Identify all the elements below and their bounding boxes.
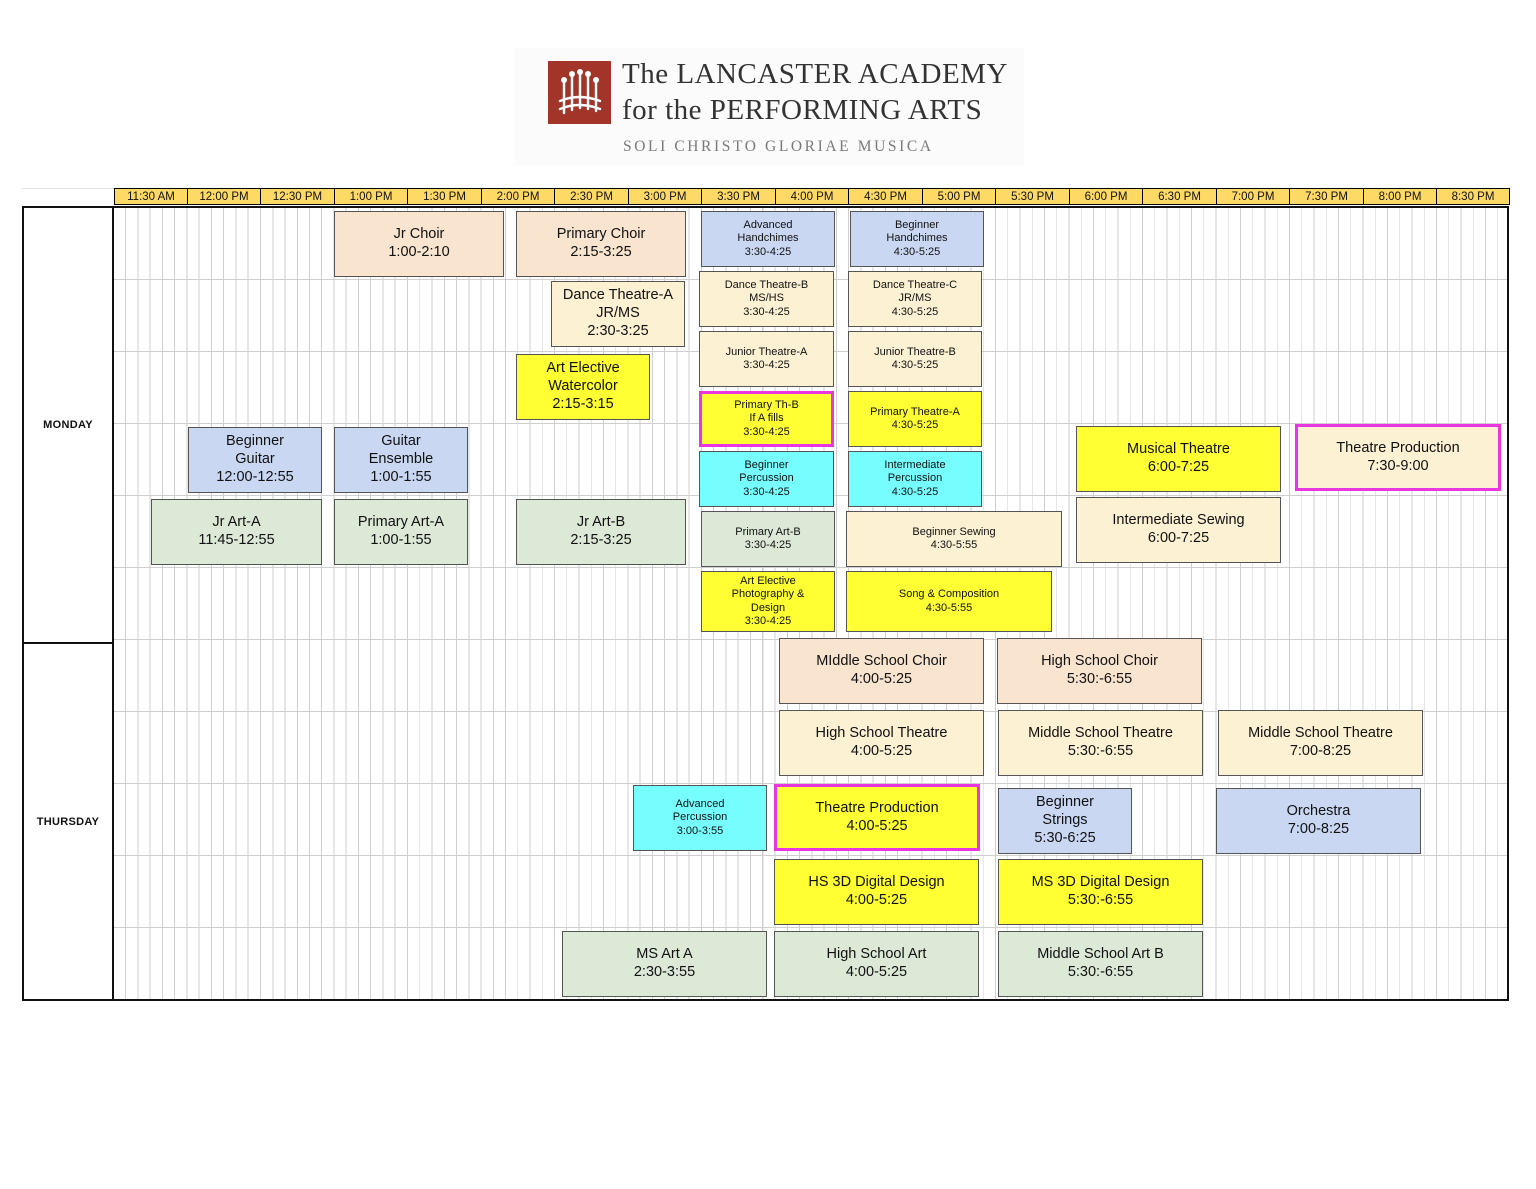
class-primary-th-b: Primary Th-B If A fills 3:30-4:25 bbox=[699, 391, 834, 447]
time-header-cell: 7:30 PM bbox=[1290, 188, 1364, 205]
academy-name-line2: for the PERFORMING ARTS bbox=[622, 94, 983, 126]
class-dance-theatre-b: Dance Theatre-B MS/HS 3:30-4:25 bbox=[699, 271, 834, 327]
header-corner bbox=[22, 188, 114, 206]
time-header-cell: 12:00 PM bbox=[188, 188, 261, 205]
class-primary-art-a: Primary Art-A 1:00-1:55 bbox=[334, 499, 468, 565]
class-beginner-strings: Beginner Strings 5:30-6:25 bbox=[998, 788, 1132, 854]
class-theatre-production-monday: Theatre Production 7:30-9:00 bbox=[1295, 424, 1501, 491]
class-beginner-handchimes: Beginner Handchimes 4:30-5:25 bbox=[850, 211, 984, 267]
time-header-cell: 6:30 PM bbox=[1143, 188, 1217, 205]
class-primary-theatre-a: Primary Theatre-A 4:30-5:25 bbox=[848, 391, 982, 447]
class-beginner-percussion: Beginner Percussion 3:30-4:25 bbox=[699, 451, 834, 507]
time-header-cell: 2:30 PM bbox=[555, 188, 629, 205]
academy-name-line1: The LANCASTER ACADEMY bbox=[622, 58, 1008, 90]
time-header-cell: 5:30 PM bbox=[996, 188, 1070, 205]
class-jr-art-b: Jr Art-B 2:15-3:25 bbox=[516, 499, 686, 565]
class-ms-3d-digital-design: MS 3D Digital Design 5:30:-6:55 bbox=[998, 859, 1203, 925]
time-header-cell: 2:00 PM bbox=[482, 188, 555, 205]
class-intermediate-sewing: Intermediate Sewing 6:00-7:25 bbox=[1076, 497, 1281, 563]
time-header-cell: 8:30 PM bbox=[1437, 188, 1510, 205]
class-middle-school-art-b: Middle School Art B 5:30:-6:55 bbox=[998, 931, 1203, 997]
time-header-cell: 4:00 PM bbox=[776, 188, 849, 205]
class-high-school-theatre: High School Theatre 4:00-5:25 bbox=[779, 710, 984, 776]
class-dance-theatre-a: Dance Theatre-A JR/MS 2:30-3:25 bbox=[551, 281, 685, 347]
class-ms-art-a: MS Art A 2:30-3:55 bbox=[562, 931, 767, 997]
time-header-row: 11:30 AM 12:00 PM 12:30 PM 1:00 PM 1:30 … bbox=[114, 188, 1510, 206]
day-label-thursday: THURSDAY bbox=[22, 642, 114, 1001]
class-guitar-ensemble: Guitar Ensemble 1:00-1:55 bbox=[334, 427, 468, 493]
time-header-cell: 1:00 PM bbox=[335, 188, 408, 205]
time-header-cell: 1:30 PM bbox=[408, 188, 482, 205]
class-hs-3d-digital-design: HS 3D Digital Design 4:00-5:25 bbox=[774, 859, 979, 925]
day-label-monday: MONDAY bbox=[22, 206, 114, 644]
class-high-school-art: High School Art 4:00-5:25 bbox=[774, 931, 979, 997]
time-header-cell: 4:30 PM bbox=[849, 188, 923, 205]
class-middle-school-theatre-2: Middle School Theatre 7:00-8:25 bbox=[1218, 710, 1423, 776]
class-primary-choir: Primary Choir 2:15-3:25 bbox=[516, 211, 686, 277]
time-header-cell: 11:30 AM bbox=[114, 188, 188, 205]
class-junior-theatre-a: Junior Theatre-A 3:30-4:25 bbox=[699, 331, 834, 387]
class-jr-art-a: Jr Art-A 11:45-12:55 bbox=[151, 499, 322, 565]
time-header-cell: 7:00 PM bbox=[1217, 188, 1290, 205]
class-beginner-sewing: Beginner Sewing 4:30-5:55 bbox=[846, 511, 1062, 567]
time-header-cell: 12:30 PM bbox=[261, 188, 335, 205]
class-advanced-percussion: Advanced Percussion 3:00-3:55 bbox=[633, 785, 767, 851]
time-header-cell: 3:30 PM bbox=[702, 188, 776, 205]
time-header-cell: 3:00 PM bbox=[629, 188, 702, 205]
time-header-cell: 8:00 PM bbox=[1364, 188, 1437, 205]
class-art-elective-photography: Art Elective Photography & Design 3:30-4… bbox=[701, 571, 835, 632]
class-dance-theatre-c: Dance Theatre-C JR/MS 4:30-5:25 bbox=[848, 271, 982, 327]
class-middle-school-theatre-1: Middle School Theatre 5:30:-6:55 bbox=[998, 710, 1203, 776]
class-theatre-production-thursday: Theatre Production 4:00-5:25 bbox=[774, 784, 980, 851]
class-song-composition: Song & Composition 4:30-5:55 bbox=[846, 571, 1052, 632]
class-advanced-handchimes: Advanced Handchimes 3:30-4:25 bbox=[701, 211, 835, 267]
class-junior-theatre-b: Junior Theatre-B 4:30-5:25 bbox=[848, 331, 982, 387]
class-high-school-choir: High School Choir 5:30:-6:55 bbox=[997, 638, 1202, 704]
class-primary-art-b: Primary Art-B 3:30-4:25 bbox=[701, 511, 835, 567]
class-orchestra: Orchestra 7:00-8:25 bbox=[1216, 788, 1421, 854]
academy-motto: SOLI CHRISTO GLORIAE MUSICA bbox=[623, 138, 934, 155]
class-beginner-guitar: Beginner Guitar 12:00-12:55 bbox=[188, 427, 322, 493]
class-intermediate-percussion: Intermediate Percussion 4:30-5:25 bbox=[848, 451, 982, 507]
class-middle-school-choir: MIddle School Choir 4:00-5:25 bbox=[779, 638, 984, 704]
class-musical-theatre: Musical Theatre 6:00-7:25 bbox=[1076, 426, 1281, 492]
class-jr-choir: Jr Choir 1:00-2:10 bbox=[334, 211, 504, 277]
class-art-elective-watercolor: Art Elective Watercolor 2:15-3:15 bbox=[516, 354, 650, 420]
academy-logo-icon bbox=[548, 61, 611, 124]
time-header-cell: 5:00 PM bbox=[923, 188, 996, 205]
time-header-cell: 6:00 PM bbox=[1070, 188, 1143, 205]
